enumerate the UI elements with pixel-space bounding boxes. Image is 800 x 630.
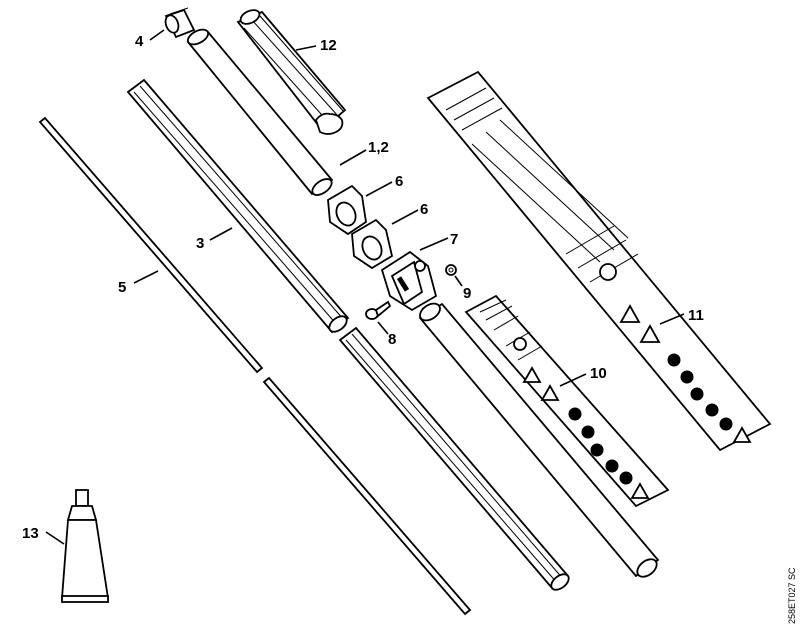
part-8-screw [365, 300, 392, 320]
leader-6b [391, 209, 419, 225]
part-6-clamp-upper [327, 184, 367, 236]
callout-4: 4 [135, 33, 144, 50]
callout-13: 13 [22, 525, 39, 542]
callout-6b: 6 [420, 201, 428, 218]
part-6-clamp-lower [351, 218, 394, 270]
callout-10: 10 [590, 365, 607, 382]
callout-3: 3 [196, 235, 204, 252]
leader-13 [45, 531, 65, 545]
callout-1-2: 1,2 [368, 139, 389, 156]
callout-8: 8 [388, 331, 396, 348]
leader-7 [419, 237, 449, 251]
callout-11: 11 [688, 307, 704, 324]
leader-12 [295, 45, 317, 51]
lower-drive-tube [418, 302, 660, 578]
part-4-cap [164, 7, 196, 39]
part-5-drive-shaft [38, 116, 472, 616]
callout-12: 12 [320, 37, 337, 54]
part-9-nut [445, 264, 457, 276]
leader-9 [454, 275, 463, 287]
leader-8 [377, 321, 389, 335]
warning-decal-icon [599, 263, 752, 443]
leader-11 [659, 313, 685, 325]
part-1-2-tube [186, 28, 334, 196]
part-11-decal [426, 70, 772, 452]
leader-6a [365, 181, 393, 197]
grease-tube-icon [61, 489, 110, 603]
callout-7: 7 [450, 231, 458, 248]
part-12-grip [236, 9, 347, 135]
leader-4 [149, 29, 165, 41]
drawing-code: 258ET027 SC [787, 567, 797, 624]
leader-10 [559, 373, 587, 387]
part-3-shield-lower [338, 326, 570, 591]
warning-decal-icon [513, 337, 650, 499]
leader-5 [133, 270, 159, 284]
callout-6a: 6 [395, 173, 403, 190]
part-3-shield-upper [126, 78, 350, 334]
part-7-housing [380, 250, 438, 312]
leader-3 [209, 227, 233, 241]
callout-5: 5 [118, 279, 126, 296]
part-13-grease-tube [61, 489, 110, 603]
leader-1-2 [339, 149, 367, 166]
callout-9: 9 [463, 285, 471, 302]
part-10-decal [464, 294, 670, 508]
